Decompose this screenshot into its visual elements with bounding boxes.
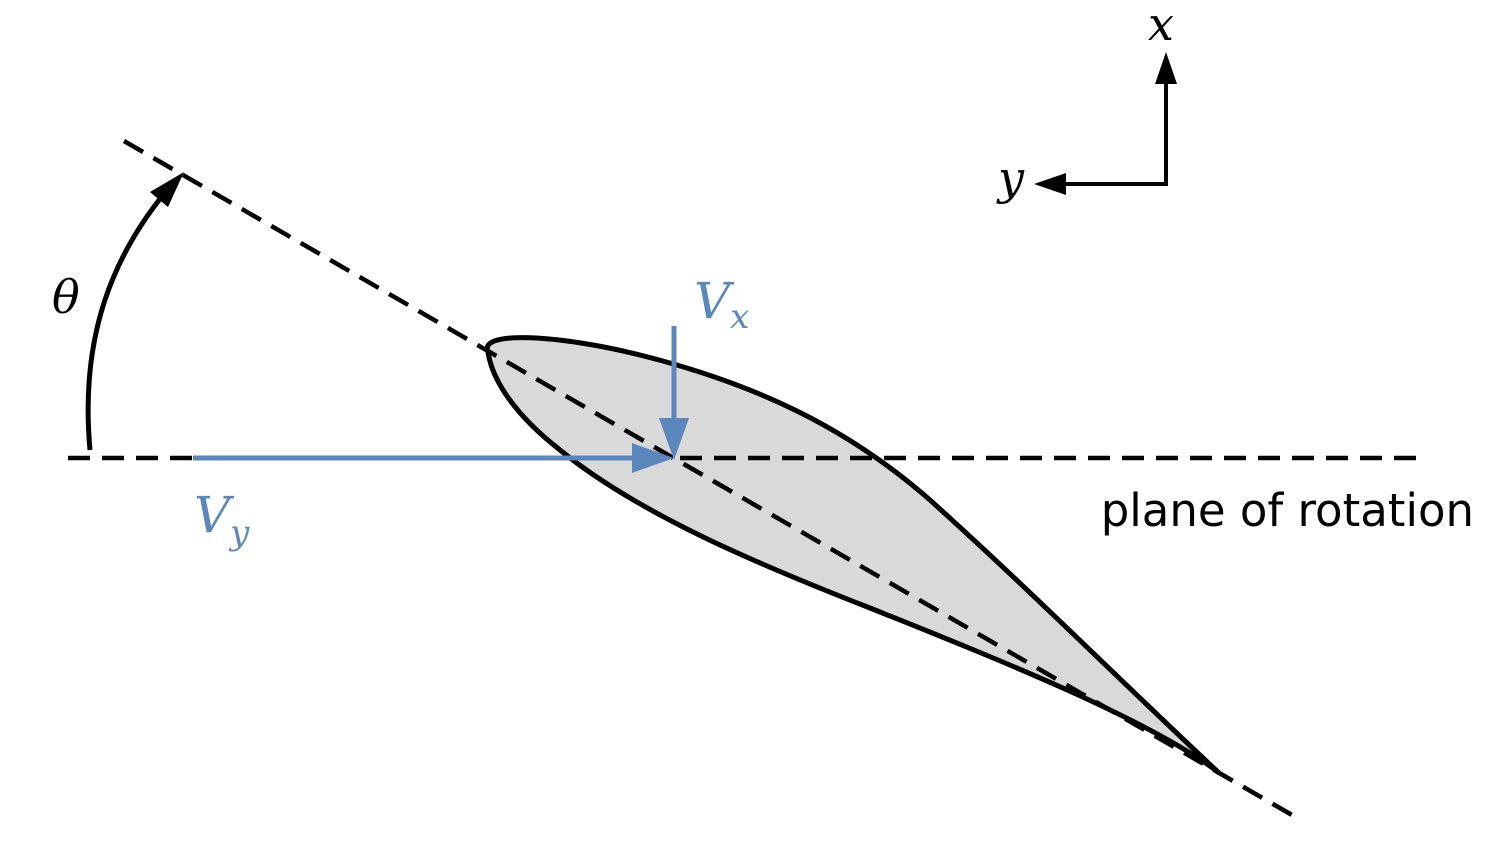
x-axis-label: x [1148,0,1174,51]
vx-label-main: V [694,272,735,330]
y-axis-arrowhead [1034,173,1066,195]
theta-label: θ [52,270,80,324]
theta-arrowhead [150,172,184,207]
plane-of-rotation-label: plane of rotation [1101,484,1474,537]
y-axis-label: y [996,151,1025,205]
vx-label-sub: x [730,297,749,337]
vy-arrowhead [632,443,674,473]
vx-label: Vx [694,272,749,337]
vy-label: Vy [194,486,250,553]
vx-arrowhead [659,418,689,460]
chord-line [122,139,1294,817]
x-axis-arrowhead [1155,52,1177,84]
vy-label-main: V [194,486,235,544]
theta-arc [85,180,176,451]
vy-label-sub: y [228,513,250,553]
